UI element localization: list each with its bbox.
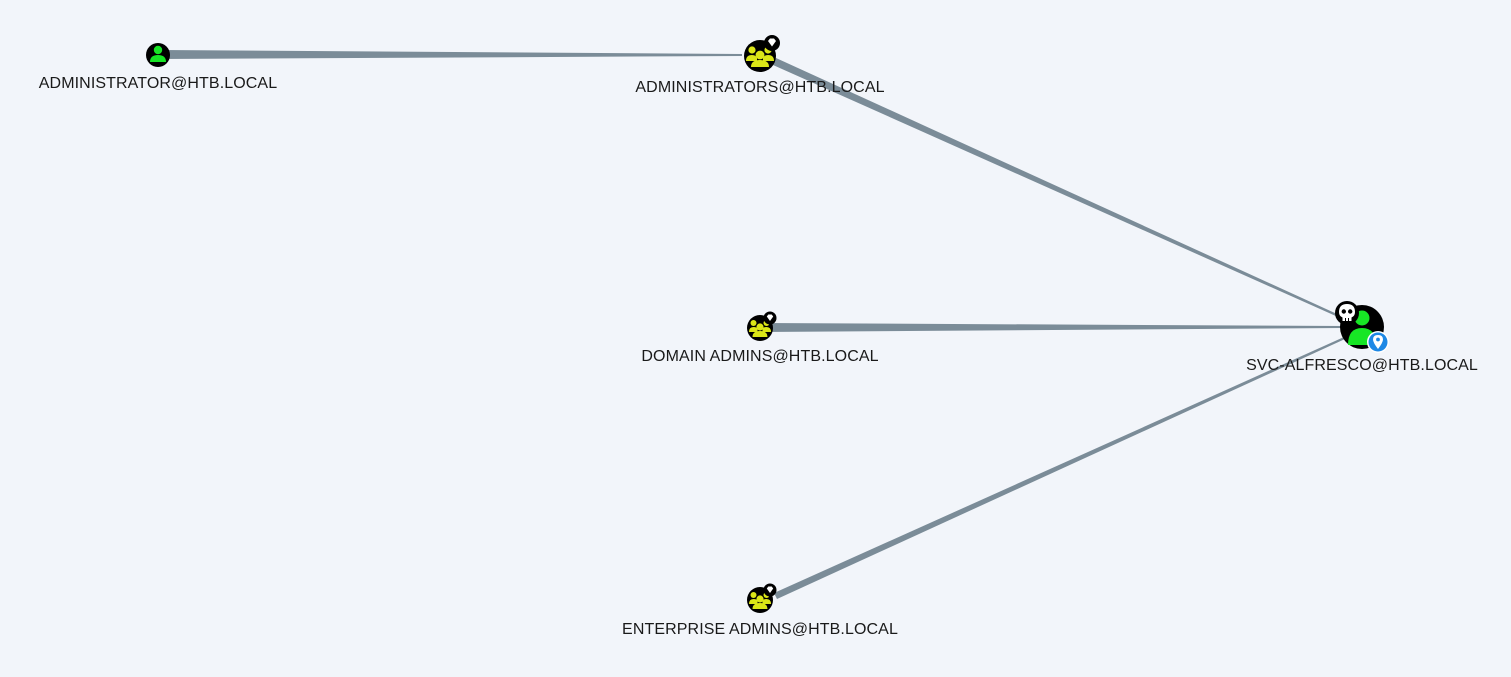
node-label-administrators: ADMINISTRATORS@HTB.LOCAL — [635, 79, 885, 96]
edge-administrators-to-svc-alfresco[interactable] — [773, 58, 1348, 321]
node-svc-alfresco[interactable] — [1335, 301, 1389, 353]
node-label-enterprise-admins: ENTERPRISE ADMINS@HTB.LOCAL — [622, 621, 898, 638]
node-enterprise-admins[interactable] — [747, 583, 777, 614]
edge-domain-admins-to-svc-alfresco[interactable] — [762, 323, 1343, 332]
node-administrators[interactable] — [744, 35, 780, 72]
skull-icon — [1335, 301, 1359, 325]
node-administrator[interactable] — [146, 43, 170, 67]
gem-icon — [763, 311, 777, 325]
edge-administrator-to-administrators[interactable] — [160, 50, 742, 59]
edge-enterprise-admins-to-svc-alfresco[interactable] — [774, 337, 1345, 599]
edges — [160, 50, 1348, 599]
user-icon — [150, 45, 166, 62]
node-label-domain-admins: DOMAIN ADMINS@HTB.LOCAL — [641, 348, 879, 365]
group-icon — [749, 592, 771, 609]
gem-icon — [764, 35, 780, 51]
map-pin-icon — [1367, 331, 1389, 353]
node-label-svc-alfresco: SVC-ALFRESCO@HTB.LOCAL — [1246, 357, 1478, 374]
node-label-administrator: ADMINISTRATOR@HTB.LOCAL — [38, 75, 278, 92]
gem-icon — [763, 583, 777, 597]
node-domain-admins[interactable] — [747, 311, 777, 342]
group-icon — [749, 320, 771, 337]
